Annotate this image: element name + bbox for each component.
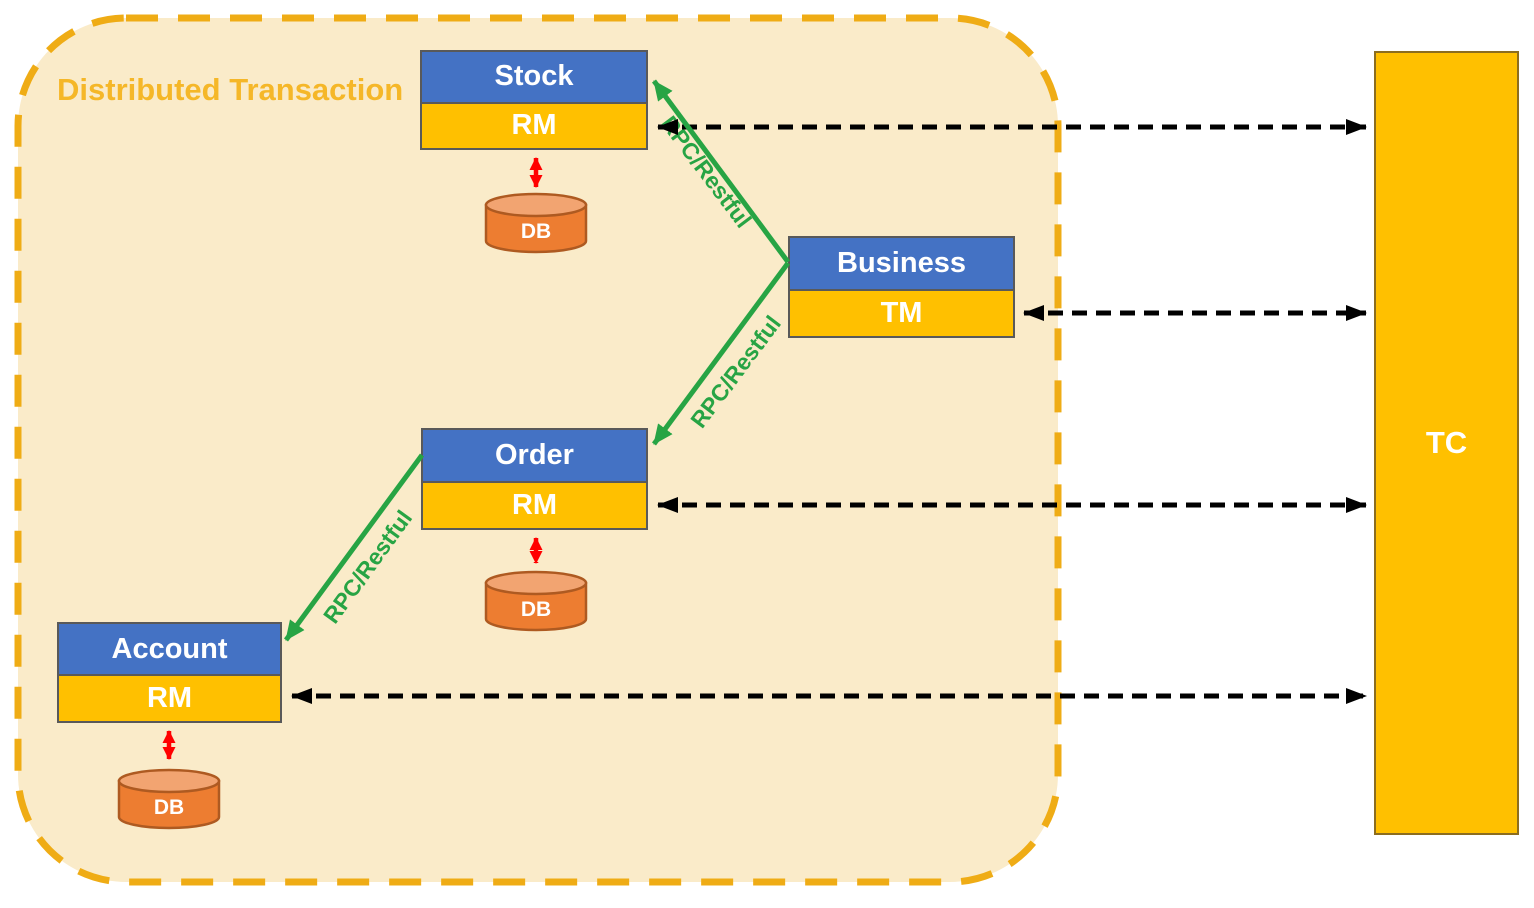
order-to-account-arrow: [283, 453, 425, 642]
rpc-restful-label-business-order: RPC/Restful: [685, 310, 786, 433]
business-title: Business: [837, 246, 966, 279]
order-db-top: [484, 570, 588, 596]
account-role-label: RM: [146, 682, 193, 715]
order-header: Order: [423, 430, 646, 483]
stock-db-cylinder: DB: [484, 192, 588, 254]
stock-rm-bar: RM: [422, 103, 646, 148]
business-to-order-arrow: [651, 261, 791, 446]
tc-label: TC: [1425, 425, 1468, 460]
stock-header: Stock: [422, 52, 646, 104]
order-rm-bar: RM: [423, 482, 646, 528]
rpc-restful-label-business-stock: RPC/Restful: [656, 110, 757, 233]
account-service-box: Account RM: [57, 622, 282, 723]
business-header: Business: [790, 238, 1013, 291]
container-title: Distributed Transaction: [57, 72, 404, 107]
order-role-label: RM: [511, 488, 558, 521]
order-db-cylinder: DB: [484, 570, 588, 632]
business-role-label: TM: [880, 296, 923, 329]
tc-box: TC: [1374, 51, 1519, 835]
rpc-restful-label-order-account: RPC/Restful: [318, 505, 418, 629]
account-rm-bar: RM: [59, 676, 280, 721]
stock-db-top: [484, 192, 588, 218]
business-service-box: Business TM: [788, 236, 1015, 338]
account-db-label: DB: [154, 796, 184, 819]
order-service-box: Order RM: [421, 428, 648, 530]
account-db-cylinder: DB: [117, 768, 221, 830]
account-header: Account: [59, 624, 280, 677]
account-title: Account: [111, 632, 228, 665]
stock-db-label: DB: [521, 220, 551, 243]
account-db-top: [117, 768, 221, 794]
order-db-label: DB: [521, 598, 551, 621]
business-tm-bar: TM: [790, 290, 1013, 336]
order-title: Order: [495, 438, 574, 471]
stock-title: Stock: [494, 60, 574, 93]
stock-role-label: RM: [511, 109, 557, 142]
stock-service-box: Stock RM: [420, 50, 648, 150]
